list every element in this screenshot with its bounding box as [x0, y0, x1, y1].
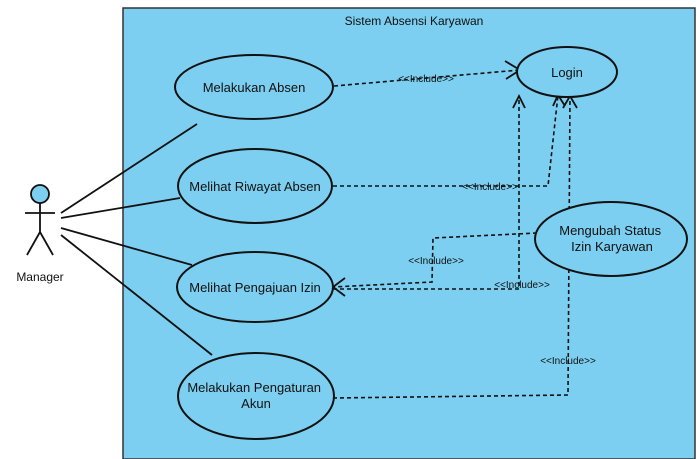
association-pengajuan — [60, 227, 193, 266]
include-pengajuan-login: <<Include>> — [333, 93, 550, 291]
include-label: <<Include>> — [408, 256, 464, 267]
use-case-mengubah-status-izin-karyawan[interactable]: Mengubah Status Izin Karyawan — [534, 201, 688, 277]
actor-right-leg — [39, 231, 54, 256]
use-case-status-line-1: Mengubah Status — [559, 223, 661, 238]
use-case-login-label: Login — [551, 65, 583, 80]
actor-manager[interactable]: Manager — [16, 184, 64, 284]
use-case-melakukan-pengaturan-akun[interactable]: Melakukan Pengaturan Akun — [177, 352, 335, 440]
actor-head — [30, 184, 50, 204]
use-case-melihat-riwayat-absen-label: Melihat Riwayat Absen — [189, 179, 321, 194]
association-pengaturan — [60, 234, 213, 356]
use-case-melihat-pengajuan-izin[interactable]: Melihat Pengajuan Izin — [176, 251, 334, 323]
use-case-melihat-pengajuan-izin-label: Melihat Pengajuan Izin — [189, 280, 321, 295]
use-case-mengubah-status-label: Mengubah Status Izin Karyawan — [559, 223, 665, 254]
use-case-status-line-2: Izin Karyawan — [571, 239, 653, 254]
include-label: <<Include>> — [462, 182, 518, 193]
include-label: <<Include>> — [540, 356, 596, 367]
use-case-melakukan-pengaturan-akun-label: Melakukan Pengaturan Akun — [187, 380, 324, 411]
use-case-pengaturan-line-2: Akun — [241, 396, 271, 411]
use-case-login[interactable]: Login — [516, 46, 618, 98]
include-label: <<Include>> — [494, 280, 550, 291]
association-riwayat — [60, 197, 181, 219]
actor-left-leg — [26, 231, 41, 256]
actor-name: Manager — [16, 270, 63, 284]
include-label: <<Include>> — [398, 74, 454, 85]
use-case-melihat-riwayat-absen[interactable]: Melihat Riwayat Absen — [177, 148, 333, 224]
system-title: Sistem Absensi Karyawan — [345, 14, 484, 28]
association-absen — [60, 123, 198, 214]
use-case-pengaturan-line-1: Melakukan Pengaturan — [187, 380, 321, 395]
use-case-melakukan-absen-label: Melakukan Absen — [203, 80, 306, 95]
use-case-melakukan-absen[interactable]: Melakukan Absen — [174, 54, 334, 120]
